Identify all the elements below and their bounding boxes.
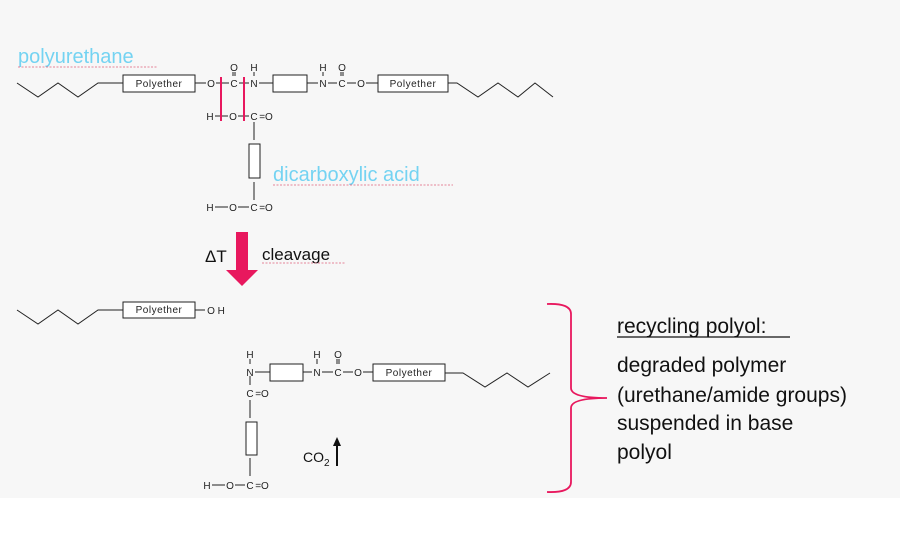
- co2-label: CO2: [303, 449, 330, 469]
- note-line: degraded polymer: [617, 354, 786, 377]
- atom-label: =O: [259, 112, 273, 123]
- polyether-label: Polyether: [386, 368, 433, 379]
- dicarboxylic-acid-label: dicarboxylic acid: [273, 164, 420, 186]
- atom-label: C: [246, 389, 253, 400]
- atom-label: N: [313, 368, 320, 379]
- atom-label: H: [313, 350, 320, 361]
- note-line: (urethane/amide groups): [617, 384, 847, 407]
- cleavage-label: cleavage: [262, 245, 330, 264]
- atom-label: =O: [255, 389, 269, 400]
- atom-label: =O: [255, 481, 269, 492]
- atom-label: O: [354, 368, 362, 379]
- alkyl-chain-product: [16, 309, 123, 325]
- atom-label: H: [206, 203, 213, 214]
- recycling-heading: recycling polyol:: [617, 315, 766, 338]
- atom-label: N: [319, 79, 326, 90]
- atom-label: H: [319, 63, 326, 74]
- atom-label: O: [207, 79, 215, 90]
- atom-label: N: [250, 79, 257, 90]
- note-line: polyol: [617, 441, 672, 464]
- atom-label: O: [229, 203, 237, 214]
- polyether-label: Polyether: [136, 305, 183, 316]
- hydroxyl-label: O H: [207, 306, 225, 317]
- atom-label: =O: [259, 203, 273, 214]
- alkyl-chain-left: [16, 82, 123, 98]
- atom-label: H: [203, 481, 210, 492]
- note-line: suspended in base: [617, 412, 793, 435]
- linker-box: [269, 363, 304, 382]
- arrow-head-icon: [333, 437, 341, 446]
- atom-label: O: [357, 79, 365, 90]
- atom-label: H: [206, 112, 213, 123]
- atom-label: C: [338, 79, 345, 90]
- linker-box: [272, 74, 308, 93]
- atom-label: C: [334, 368, 341, 379]
- atom-label: O: [226, 481, 234, 492]
- atom-label: C: [246, 481, 253, 492]
- bottom-bonds: [212, 359, 373, 486]
- atom-label: O: [334, 350, 342, 361]
- acid-linker-box: [248, 143, 261, 179]
- alkyl-chain-product-right: [445, 372, 551, 388]
- atom-label: O: [229, 112, 237, 123]
- atom-label: C: [250, 112, 257, 123]
- atom-label: H: [246, 350, 253, 361]
- atom-label: C: [230, 79, 237, 90]
- atom-label: C: [250, 203, 257, 214]
- polyether-label: Polyether: [390, 79, 437, 90]
- atom-label: O: [338, 63, 346, 74]
- reaction-arrow-icon: [226, 232, 258, 286]
- atom-label: N: [246, 368, 253, 379]
- atom-label: H: [250, 63, 257, 74]
- polyether-label: Polyether: [136, 79, 183, 90]
- curly-brace-icon: [546, 303, 608, 493]
- alkyl-chain-right: [448, 82, 554, 98]
- atom-label: O: [230, 63, 238, 74]
- polyurethane-label: polyurethane: [18, 46, 134, 68]
- acid-linker-box: [245, 421, 258, 456]
- delta-t-label: ΔT: [205, 247, 227, 266]
